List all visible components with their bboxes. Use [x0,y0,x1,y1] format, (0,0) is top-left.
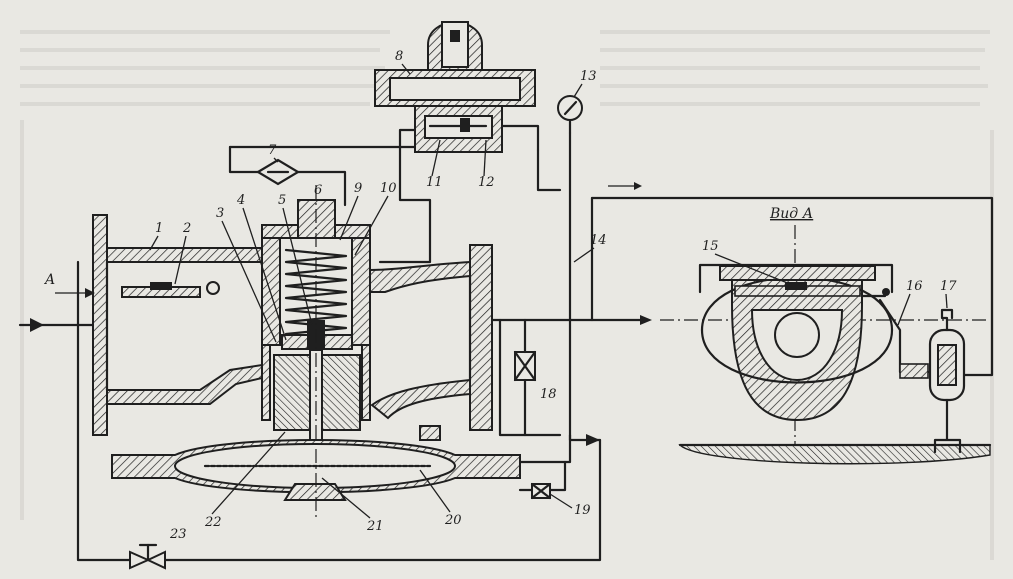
callout-7: 7 [268,143,277,158]
callout-19: 19 [574,503,591,518]
inlet-label: A [43,272,55,288]
callout-17: 17 [940,279,957,294]
callout-13: 13 [580,69,597,84]
callout-21: 21 [366,519,384,534]
callout-9: 9 [354,181,362,196]
filter [255,158,301,186]
valve-body [92,199,493,436]
view-a-section [678,263,992,465]
flap-valve [121,281,220,298]
callout-2: 2 [182,221,191,236]
callout-6: 6 [314,183,322,198]
callout-15: 15 [702,239,719,254]
callout-4: 4 [236,193,245,208]
pilot-regulator [374,21,536,153]
callout-22: 22 [204,515,222,530]
pressure-gauge [557,95,583,135]
callout-1: 1 [155,221,163,236]
callout-23: 23 [169,527,187,542]
callout-12: 12 [478,175,495,190]
pipelines [18,124,994,570]
callout-18: 18 [540,387,557,402]
callout-14: 14 [590,233,607,248]
view-a-title: Вид А [769,206,813,222]
callout-8: 8 [395,49,403,64]
callout-3: 3 [216,206,224,221]
diaphragm-chamber [111,425,521,501]
spring [284,248,348,336]
callout-20: 20 [444,513,462,528]
callout-5: 5 [278,193,286,208]
callout-11: 11 [426,175,443,190]
callout-10: 10 [380,181,397,196]
callout-16: 16 [906,279,923,294]
callout-labels: 1 2 3 4 5 6 7 8 9 10 11 12 13 14 15 16 1… [43,49,957,542]
